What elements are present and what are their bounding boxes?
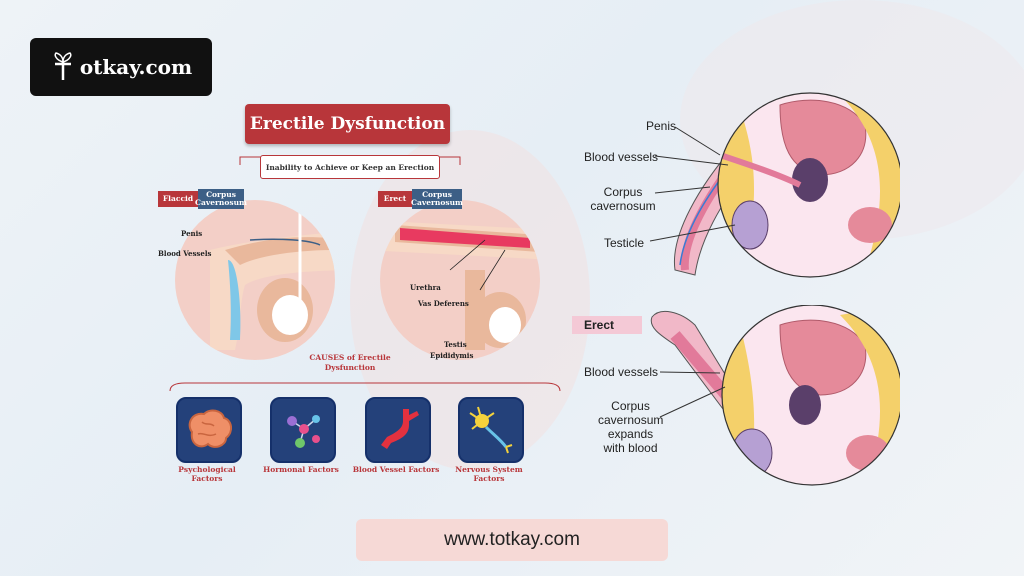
hormonal-factor	[270, 397, 336, 463]
infographic-subtitle: Inability to Achieve or Keep an Erection	[260, 155, 440, 179]
testicle-label: Testicle	[604, 236, 645, 250]
causes-bracket	[169, 382, 561, 392]
urethra-label: Urethra	[410, 283, 441, 292]
leaf-t-icon	[54, 52, 72, 80]
erect-tag: Erect	[378, 191, 412, 207]
top-vessels-label: Blood vessels	[584, 150, 659, 164]
right-erect-tag: Erect	[572, 316, 642, 334]
blood-vessel-factor	[365, 397, 431, 463]
erect-illustration	[380, 200, 540, 360]
logo[interactable]: otkay.com	[30, 38, 212, 96]
flaccid-penis-label: Penis	[181, 229, 203, 238]
neuron-icon	[469, 406, 513, 454]
nervous-system-factor-label: Nervous System Factors	[455, 465, 523, 483]
nervous-system-factor	[458, 397, 524, 463]
flaccid-vessels-label: Blood Vessels	[158, 249, 212, 258]
bottom-anatomy-illustration	[650, 305, 900, 486]
website-url[interactable]: www.totkay.com	[356, 519, 668, 561]
hormonal-factor-label: Hormonal Factors	[263, 465, 339, 474]
top-anatomy-illustration	[649, 92, 900, 278]
top-corpus-label: Corpus cavernosum	[590, 185, 656, 213]
flaccid-tag: Flaccid	[158, 191, 198, 207]
blood-vessel-factor-label: Blood Vessel Factors	[352, 465, 440, 474]
bottom-vessels-label: Blood vessels	[584, 365, 659, 379]
erect-corpus-tag: Corpus Cavernosum	[411, 189, 463, 209]
brain-icon	[188, 409, 232, 448]
blood-vessel-icon	[381, 409, 419, 449]
infographic-title: Erectile Dysfunction	[245, 104, 450, 144]
epididymis-label: Epididymis	[430, 351, 474, 360]
logo-text: otkay.com	[79, 55, 193, 79]
penis-label: Penis	[646, 119, 677, 133]
flaccid-corpus-tag: Corpus Cavernosum	[195, 189, 247, 209]
bottom-corpus-label: Corpus cavernosum expands with blood	[598, 399, 664, 455]
psychological-factor-label: Psychological Factors	[178, 465, 236, 483]
molecules-icon	[287, 415, 320, 448]
flaccid-illustration	[175, 200, 335, 360]
causes-title: CAUSES of Erectile Dysfunction	[309, 353, 391, 372]
psychological-factor	[176, 397, 242, 463]
vas-deferens-label: Vas Deferens	[418, 299, 469, 308]
testis-label: Testis	[444, 340, 467, 349]
